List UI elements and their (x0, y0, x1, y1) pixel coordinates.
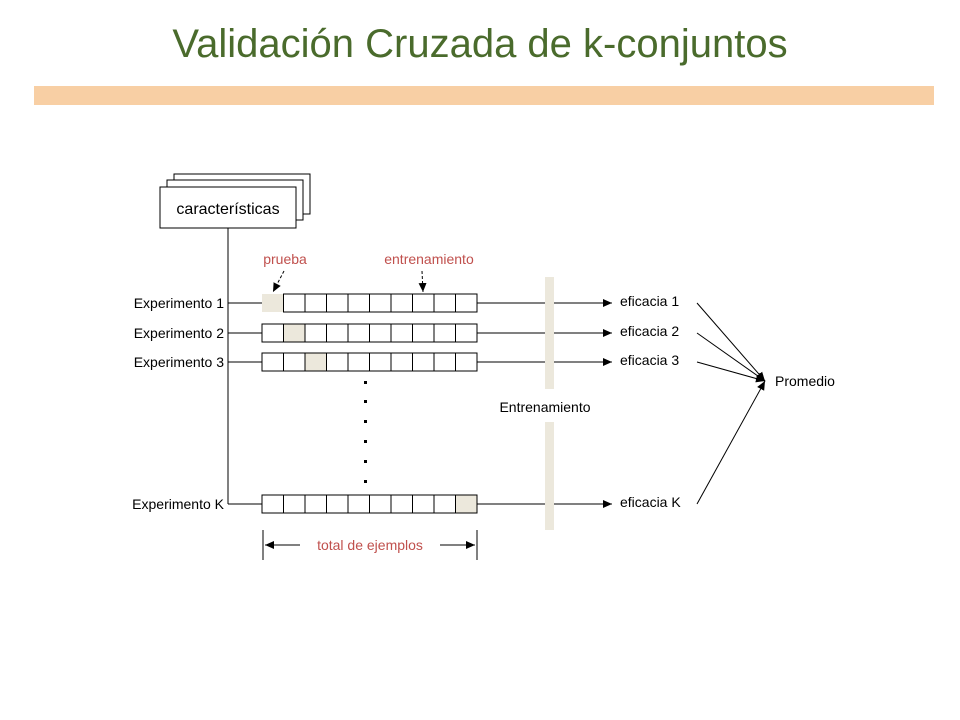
average-arrows (696, 302, 766, 505)
training-cell (347, 323, 370, 343)
test-pointer (272, 270, 285, 293)
training-cell (369, 323, 392, 343)
training-pointer (418, 270, 427, 293)
training-cell (261, 352, 284, 372)
experiment-rows: Experimento 1 eficacia 1 Experimento 2 efic… (132, 293, 681, 514)
training-cell (347, 352, 370, 372)
training-separator-bottom (545, 422, 554, 530)
experiment-label: Experimento K (132, 496, 224, 512)
training-cell (283, 494, 306, 514)
training-cell (412, 323, 435, 343)
training-cell (390, 494, 413, 514)
training-cell (326, 323, 349, 343)
average-arrow (696, 361, 766, 383)
total-examples-span: total de ejemplos (262, 530, 478, 560)
training-cell (455, 293, 478, 313)
experiment-row: Experimento 2 eficacia 2 (134, 323, 679, 343)
training-cell (390, 323, 413, 343)
experiment-label: Experimento 3 (134, 354, 224, 370)
training-cell (433, 293, 456, 313)
experiment-row: Experimento 1 eficacia 1 (134, 293, 679, 313)
average-arrow (696, 302, 766, 382)
training-block-label: Entrenamiento (499, 399, 590, 415)
average-arrow (696, 380, 766, 505)
training-cell (326, 352, 349, 372)
test-cell (262, 294, 284, 312)
test-annotation: prueba (263, 251, 307, 267)
slide-title: Validación Cruzada de k-conjuntos (172, 22, 788, 66)
test-cell (455, 494, 478, 514)
training-cell (261, 323, 284, 343)
training-cell (412, 494, 435, 514)
training-cell (304, 323, 327, 343)
training-cell (369, 293, 392, 313)
experiment-row: Experimento 3 eficacia 3 (134, 352, 679, 372)
training-cell (433, 494, 456, 514)
test-cell (283, 323, 306, 343)
average-label: Promedio (775, 373, 835, 389)
training-cell (390, 352, 413, 372)
training-cell (304, 293, 327, 313)
training-annotation: entrenamiento (384, 251, 474, 267)
features-label: características (176, 201, 279, 218)
experiment-label: Experimento 2 (134, 325, 224, 341)
training-cell (326, 494, 349, 514)
training-cell (283, 293, 306, 313)
accuracy-label: eficacia 2 (620, 323, 679, 339)
features-stack: características (159, 173, 311, 229)
total-examples-label: total de ejemplos (317, 537, 423, 553)
training-cell (304, 494, 327, 514)
test-cell (304, 352, 327, 372)
training-cell (390, 293, 413, 313)
training-cell (433, 323, 456, 343)
experiment-row: Experimento K eficacia K (132, 494, 681, 514)
accuracy-label: eficacia K (620, 494, 681, 510)
accuracy-label: eficacia 3 (620, 352, 679, 368)
training-cell (369, 352, 392, 372)
training-cell (326, 293, 349, 313)
accuracy-label: eficacia 1 (620, 293, 679, 309)
training-cell (347, 494, 370, 514)
training-cell (369, 494, 392, 514)
training-cell (433, 352, 456, 372)
title-underline-bar (34, 86, 934, 105)
average-arrow (696, 332, 766, 382)
training-cell (347, 293, 370, 313)
training-cell (455, 352, 478, 372)
training-cell (412, 293, 435, 313)
training-cell (455, 323, 478, 343)
training-separator-top (545, 277, 554, 389)
training-cell (261, 494, 284, 514)
training-cell (412, 352, 435, 372)
experiment-label: Experimento 1 (134, 295, 224, 311)
training-cell (283, 352, 306, 372)
ellipsis-dots (364, 381, 367, 483)
